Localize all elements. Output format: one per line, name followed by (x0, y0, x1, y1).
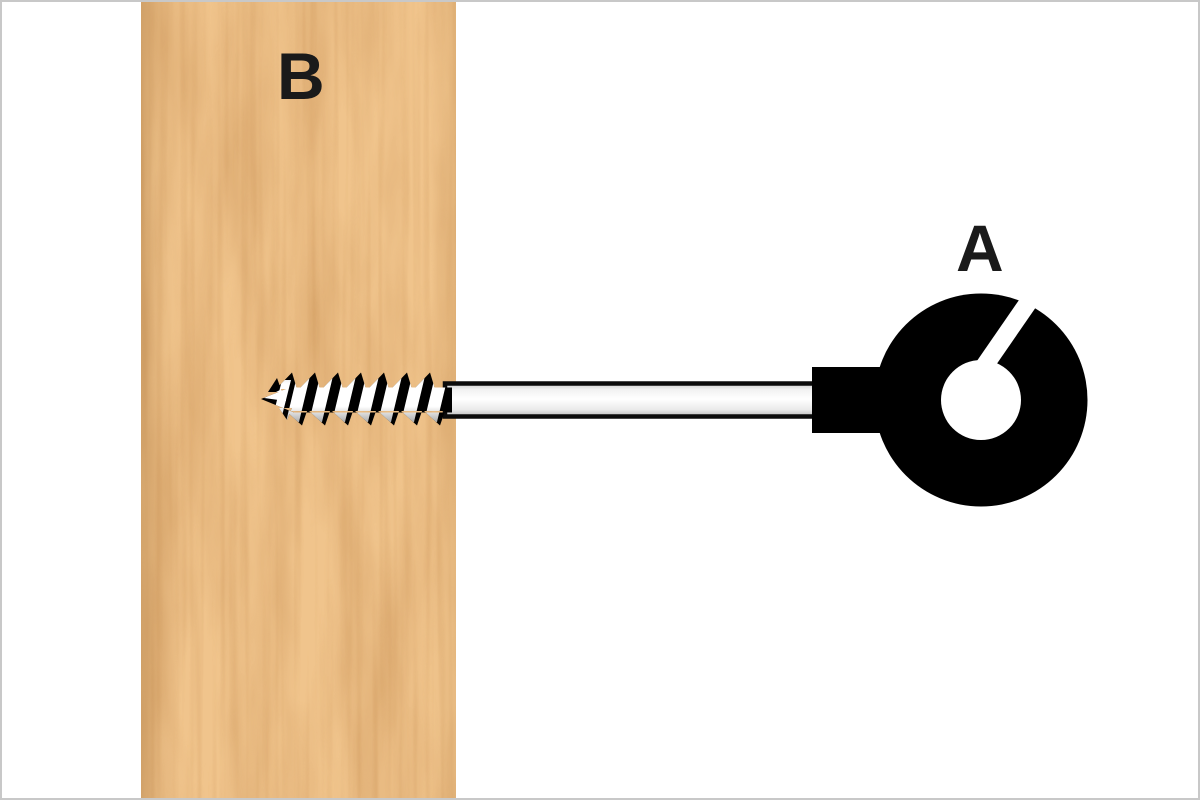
screw-shank (442, 381, 818, 419)
label-board: B (277, 39, 325, 113)
screw-thread-highlights (264, 376, 448, 422)
eye-ring-hole (941, 360, 1021, 440)
eye-ring-gap (975, 278, 1049, 374)
screw-collar (812, 367, 881, 433)
screw-threads (261, 372, 452, 426)
label-eye: A (956, 211, 1004, 285)
